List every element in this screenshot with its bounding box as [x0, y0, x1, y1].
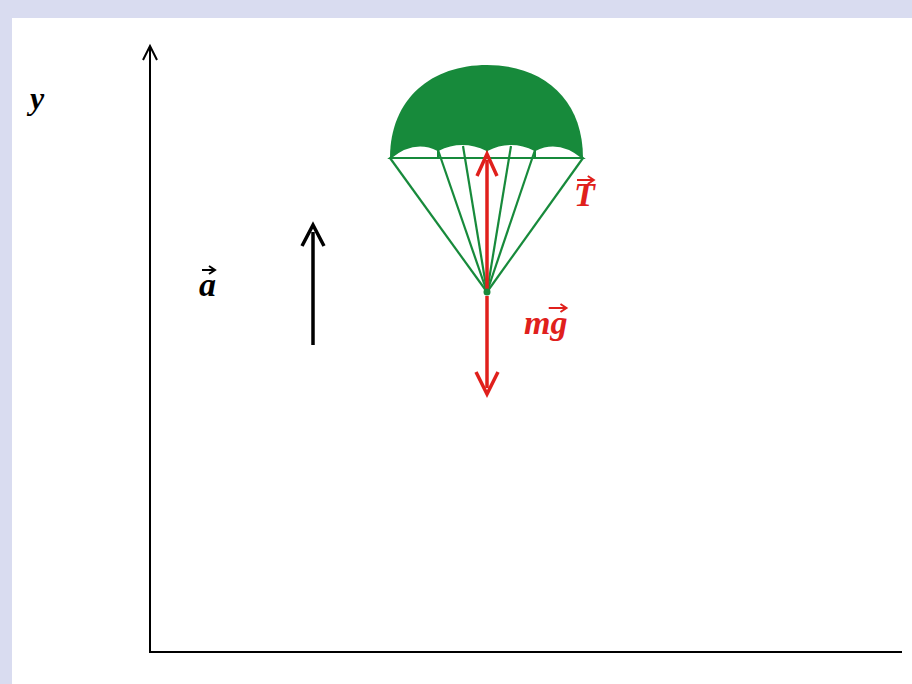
- vector-label: a: [199, 268, 216, 302]
- tension-arrowhead: [477, 154, 497, 176]
- canopy: [390, 65, 583, 158]
- weight-arrowhead: [476, 372, 498, 394]
- tension-arrow: [485, 160, 489, 292]
- acceleration-arrowhead: [302, 225, 324, 246]
- vector-label: mg: [524, 306, 567, 340]
- x-axis: [149, 651, 902, 653]
- weight-arrow: [485, 296, 489, 388]
- axis-label: y: [30, 82, 44, 114]
- y-axis: [149, 46, 151, 652]
- suspension-lines: [390, 146, 583, 292]
- axis-arrowhead: [143, 46, 157, 60]
- vector-label: T: [574, 178, 595, 212]
- attachment-point: [484, 289, 491, 296]
- acceleration-arrow: [311, 232, 315, 345]
